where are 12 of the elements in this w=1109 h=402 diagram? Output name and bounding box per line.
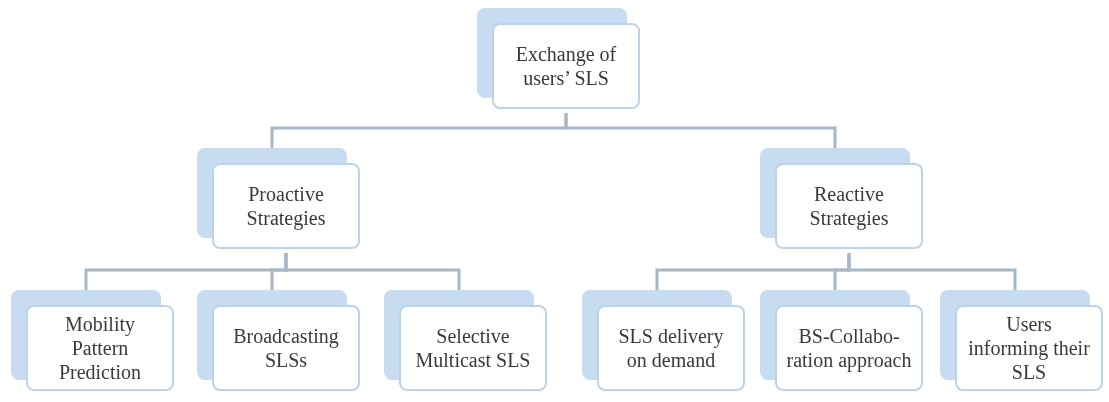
connector-line (847, 253, 1017, 290)
node-label: SLS delivery on demand (617, 324, 725, 372)
node-label: Users informing their SLS (967, 312, 1091, 384)
node-label: Selective Multicast SLS (414, 324, 532, 372)
connector-line (284, 253, 461, 290)
connector-line (564, 113, 837, 148)
node-label: Reactive Strategies (808, 182, 890, 230)
node-label: Broadcasting SLSs (232, 324, 340, 372)
node-label: BS-Collabo-ration approach (785, 324, 913, 372)
node-label: Exchange of users’ SLS (514, 42, 618, 90)
node-label: Proactive Strategies (245, 182, 327, 230)
node-label: Mobility Pattern Prediction (57, 312, 143, 384)
